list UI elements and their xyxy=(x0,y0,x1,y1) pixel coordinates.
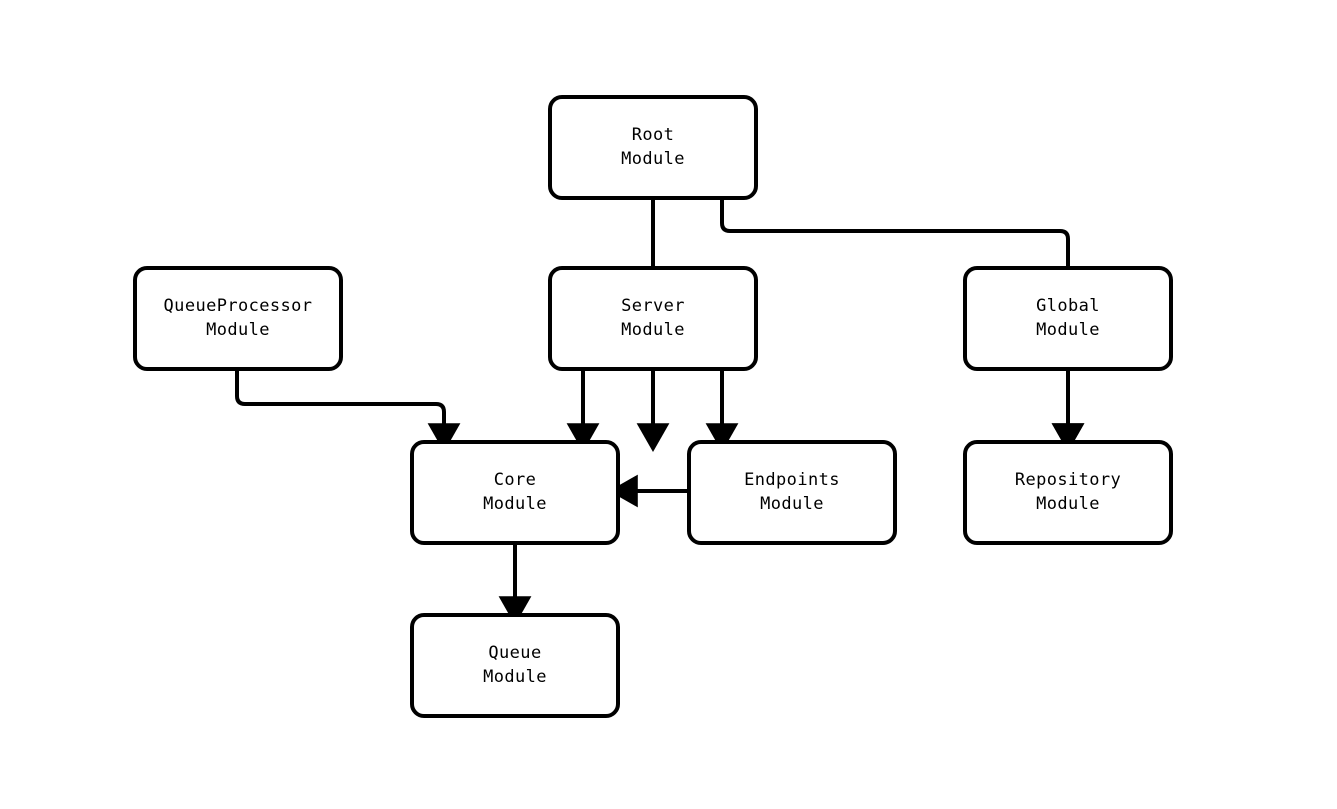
node-label-secondary: Module xyxy=(1036,493,1100,514)
node-label-secondary: Module xyxy=(483,493,547,514)
node-label-secondary: Module xyxy=(1036,319,1100,340)
node-label-primary: Global xyxy=(1036,296,1100,317)
node-label-primary: Server xyxy=(621,296,685,317)
edge-queueprocessor-to-core xyxy=(235,371,461,452)
node-label-primary: Root xyxy=(631,125,675,146)
node-label-secondary: Module xyxy=(483,666,547,687)
node-label-primary: Queue xyxy=(488,643,542,664)
node-label-primary: Repository xyxy=(1014,470,1122,491)
node-label-secondary: Module xyxy=(621,148,685,169)
node-label-primary: QueueProcessor xyxy=(163,296,313,317)
node-label-primary: Endpoints xyxy=(744,470,840,491)
node-label-secondary: Module xyxy=(760,493,824,514)
node-label-primary: Core xyxy=(493,470,537,491)
node-label-secondary: Module xyxy=(621,319,685,340)
node-label-secondary: Module xyxy=(206,319,270,340)
